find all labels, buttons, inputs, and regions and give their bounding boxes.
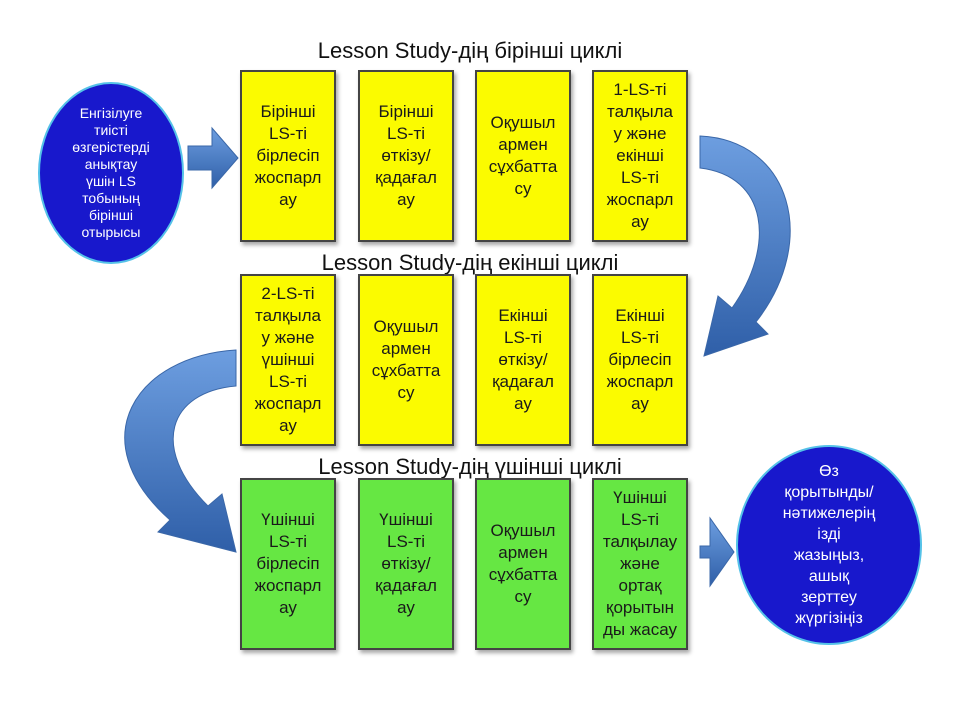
cycle2-step1-box: 2-LS-ті талқыла у және үшінші LS-ті жосп… xyxy=(240,274,336,446)
cycle3-title: Lesson Study-дің үшінші циклі xyxy=(318,454,622,479)
cycle1-title: Lesson Study-дің бірінші циклі xyxy=(317,38,623,63)
cycle3-step1-box: Үшінші LS-ті бірлесіп жоспарл ау xyxy=(240,478,336,650)
curved-arrow-down-right-icon xyxy=(124,349,237,553)
cycle2-step3-box: Екінші LS-ті өткізу/ қадағал ау xyxy=(475,274,571,446)
cycle1-step2-box: Бірінші LS-ті өткізу/ қадағал ау xyxy=(358,70,454,242)
arrow-right-icon xyxy=(187,126,239,190)
start-oval: Енгізілуге тиісті өзгерістерді анықтау ү… xyxy=(38,82,184,264)
end-oval: Өз қорытынды/ нәтижелерің ізді жазыңыз, … xyxy=(736,445,922,645)
arrow-right-icon xyxy=(699,516,735,588)
cycle3-step3-box: Оқушыл армен сұхбатта су xyxy=(475,478,571,650)
cycle2-title: Lesson Study-дің екінші циклі xyxy=(321,250,619,275)
cycle1-step4-box: 1-LS-ті талқыла у және екінші LS-ті жосп… xyxy=(592,70,688,242)
cycle3-step4-box: Үшінші LS-ті талқылау және ортақ қорытын… xyxy=(592,478,688,650)
cycle1-step1-box: Бірінші LS-ті бірлесіп жоспарл ау xyxy=(240,70,336,242)
cycle1-step3-box: Оқушыл армен сұхбатта су xyxy=(475,70,571,242)
cycle3-step2-box: Үшінші LS-ті өткізу/ қадағал ау xyxy=(358,478,454,650)
curved-arrow-down-left-icon xyxy=(699,135,791,357)
cycle2-step4-box: Екінші LS-ті бірлесіп жоспарл ау xyxy=(592,274,688,446)
cycle2-step2-box: Оқушыл армен сұхбатта су xyxy=(358,274,454,446)
